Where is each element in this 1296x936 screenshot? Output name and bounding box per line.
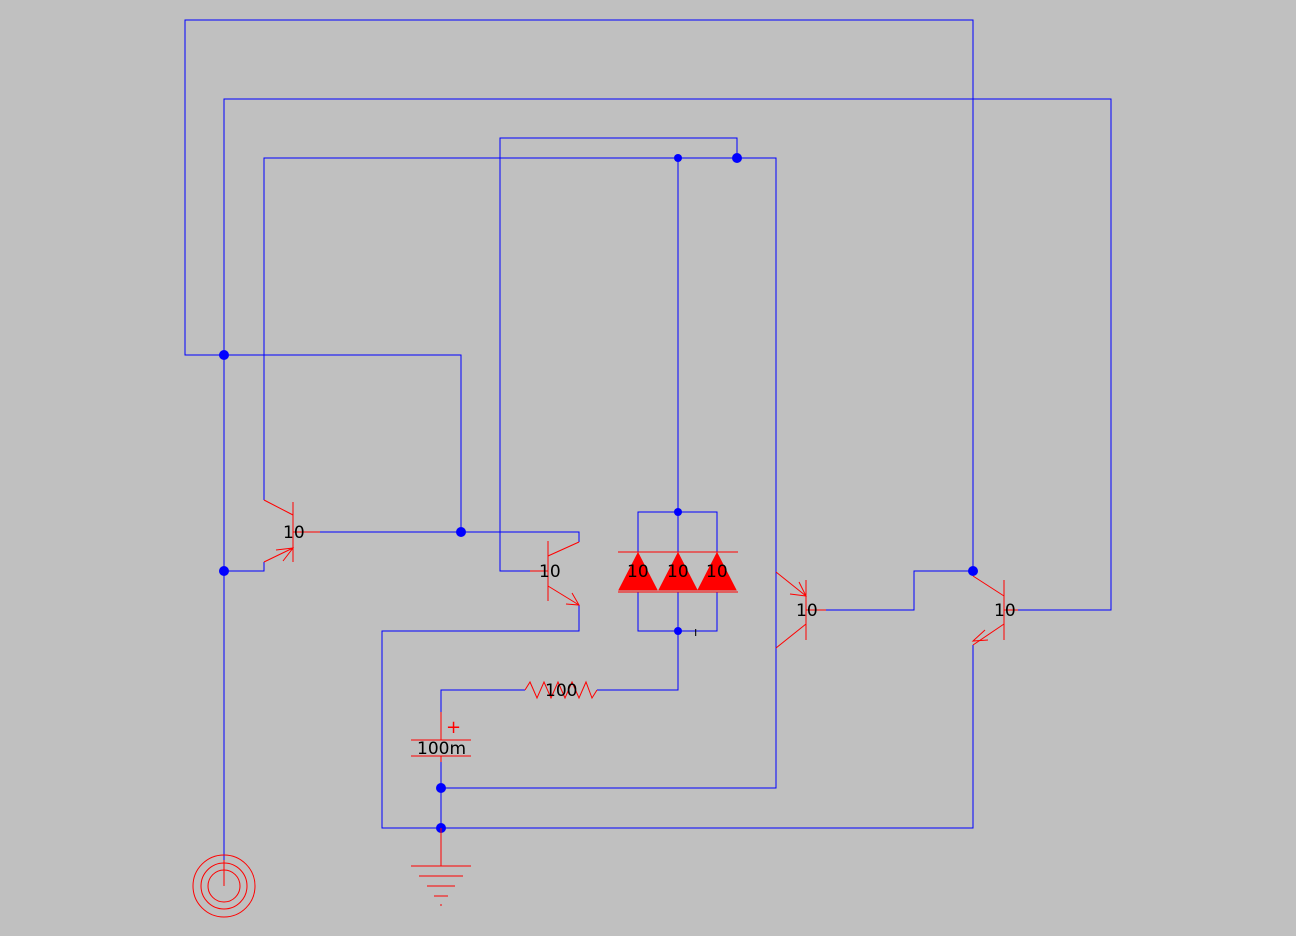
capacitor-c1[interactable]: + 100m: [411, 712, 471, 762]
led-d2[interactable]: 10: [658, 551, 698, 591]
led-d3-label: 10: [706, 562, 728, 582]
junction-node: [674, 508, 682, 516]
source-terminal[interactable]: [192, 854, 256, 918]
ground-symbol[interactable]: [411, 828, 471, 906]
transistor-q1[interactable]: 10: [263, 499, 320, 563]
junction-node: [436, 783, 446, 793]
junction-node: [732, 153, 742, 163]
wire-third-loop: [263, 157, 777, 789]
transistor-q2[interactable]: 10: [530, 541, 580, 606]
junctions: [219, 153, 978, 833]
led-d1-label: 10: [627, 562, 649, 582]
resistor-r1-label: 100: [545, 681, 577, 701]
wire-ground-bus: [441, 645, 974, 829]
capacitor-polarity: +: [446, 717, 461, 738]
transistor-q3-label: 10: [796, 601, 818, 621]
wire-led-resistor: [597, 631, 679, 691]
transistor-q4-label: 10: [994, 601, 1016, 621]
junction-node: [674, 627, 682, 635]
transistor-q3[interactable]: 10: [775, 571, 826, 649]
transistor-q2-label: 10: [539, 562, 561, 582]
wire-q3-q4: [826, 570, 974, 611]
led-array[interactable]: 10 10 10 ı: [618, 551, 738, 639]
capacitor-c1-label: 100m: [417, 739, 466, 759]
wire-q2-base: [461, 531, 580, 542]
junction-node: [674, 154, 682, 162]
junction-node: [968, 566, 978, 576]
wire-q1-emitter: [224, 562, 265, 572]
led-d2-label: 10: [667, 562, 689, 582]
wire-q2-collector: [499, 137, 738, 572]
led-d3[interactable]: 10: [697, 551, 737, 591]
wires: [184, 19, 1112, 860]
transistor-q1-label: 10: [283, 523, 305, 543]
transistor-q4[interactable]: 10: [971, 575, 1018, 646]
wire-second-loop: [223, 98, 1112, 611]
resistor-r1[interactable]: 100: [524, 680, 598, 701]
wire-outer-loop: [184, 19, 974, 571]
led-terminal-mark: ı: [694, 625, 697, 639]
wire-q2-emitter: [381, 605, 580, 829]
junction-node: [219, 566, 229, 576]
wire-q1-base-net: [224, 354, 462, 532]
junction-node: [456, 527, 466, 537]
junction-node: [219, 350, 229, 360]
led-d1[interactable]: 10: [618, 551, 658, 591]
wire-resistor-cap: [440, 689, 525, 712]
